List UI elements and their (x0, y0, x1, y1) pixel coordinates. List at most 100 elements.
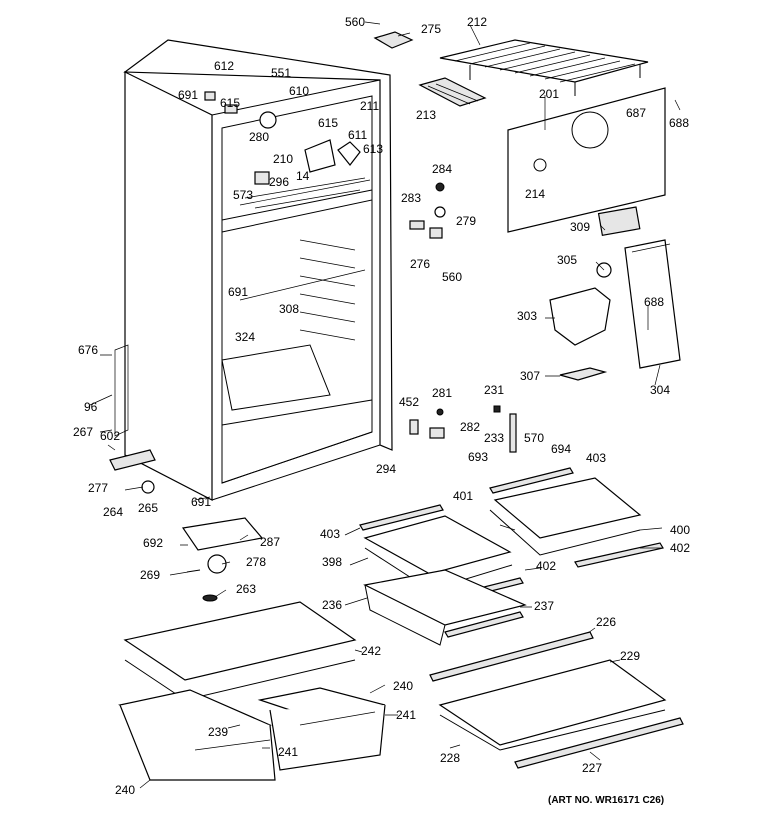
callout: 676 (78, 343, 98, 357)
ice-tray (418, 77, 487, 107)
callout: 277 (88, 481, 108, 495)
callout: 226 (596, 615, 616, 629)
callout: 691 (191, 495, 211, 509)
callout: 287 (260, 535, 280, 549)
damper-bracket (559, 367, 608, 381)
shelf-rail-227 (514, 717, 684, 769)
freezer-back-panel (507, 87, 666, 233)
callout: 282 (460, 420, 480, 434)
callout: 403 (320, 527, 340, 541)
callout: 305 (557, 253, 577, 267)
pan-rail (444, 611, 524, 638)
callout: 229 (620, 649, 640, 663)
callout: 401 (453, 489, 473, 503)
callout: 296 (269, 175, 289, 189)
shelf-glass-right (489, 477, 642, 556)
callout: 265 (138, 501, 158, 515)
callout: 560 (442, 270, 462, 284)
callout: 276 (410, 257, 430, 271)
callout: 278 (246, 555, 266, 569)
callout: 694 (551, 442, 571, 456)
callout: 691 (228, 285, 248, 299)
callout: 573 (233, 188, 253, 202)
callout: 240 (393, 679, 413, 693)
shelf-rail-403-right (489, 467, 574, 494)
callout: 294 (376, 462, 396, 476)
callout: 236 (322, 598, 342, 612)
callout: 96 (84, 400, 98, 414)
hardware-lower (109, 449, 264, 602)
meat-pan (363, 569, 527, 626)
shelf-rail-403-left (359, 504, 444, 531)
hinge-cover (373, 31, 414, 49)
callout: 279 (456, 214, 476, 228)
fan-assembly (204, 91, 361, 185)
control-housing (549, 287, 611, 346)
callout: 570 (524, 431, 544, 445)
callout: 309 (570, 220, 590, 234)
callout: 615 (220, 96, 240, 110)
callout: 615 (318, 116, 338, 130)
shelf-rail-402-right (574, 542, 664, 568)
freezer-wire-shelf (439, 39, 649, 96)
callout: 275 (421, 22, 441, 36)
callout: 14 (296, 169, 310, 183)
callout: 213 (416, 108, 436, 122)
callout: 211 (360, 99, 379, 113)
callout: 263 (236, 582, 256, 596)
callout: 303 (517, 309, 537, 323)
callout: 231 (484, 383, 504, 397)
callout: 281 (432, 386, 452, 400)
crisper-drawer-left (118, 689, 276, 781)
callout: 212 (467, 15, 487, 29)
leader-lines (89, 21, 681, 789)
callout: 551 (271, 66, 291, 80)
callout: 324 (235, 330, 255, 344)
callout: 237 (534, 599, 554, 613)
crisper-drawer-right (257, 687, 386, 771)
callout: 269 (140, 568, 160, 582)
air-duct (624, 239, 681, 369)
callout: 398 (322, 555, 342, 569)
callout: 687 (626, 106, 646, 120)
label-plate (597, 206, 641, 236)
callout: 688 (669, 116, 689, 130)
callout: 233 (484, 431, 504, 445)
callout: 307 (520, 369, 540, 383)
callout: 304 (650, 383, 670, 397)
callout: 239 (208, 725, 228, 739)
callout: 228 (440, 751, 460, 765)
callout: 402 (536, 559, 556, 573)
callout: 602 (100, 429, 120, 443)
callout: 452 (399, 395, 419, 409)
callout: 611 (348, 128, 367, 142)
callout: 242 (361, 644, 381, 658)
callout: 693 (468, 450, 488, 464)
callout: 241 (278, 745, 298, 759)
callout: 284 (432, 162, 452, 176)
callout: 610 (289, 84, 309, 98)
callout: 241 (396, 708, 416, 722)
shelf-glass-229 (438, 659, 667, 746)
callout: 227 (582, 761, 602, 775)
cabinet (114, 39, 393, 501)
callout: 267 (73, 425, 93, 439)
callout: 210 (273, 152, 293, 166)
hardware-middle (409, 182, 517, 453)
callout: 612 (214, 59, 234, 73)
callout: 264 (103, 505, 123, 519)
callout: 691 (178, 88, 198, 102)
callout-labels: 560 275 212 612 551 691 615 610 211 213 … (73, 15, 690, 806)
callout: 613 (363, 142, 383, 156)
callout: 283 (401, 191, 421, 205)
callout: 402 (670, 541, 690, 555)
callout: 403 (586, 451, 606, 465)
callout: 214 (525, 187, 545, 201)
callout: 688 (644, 295, 664, 309)
crisper-cover (123, 601, 357, 681)
callout: 201 (539, 87, 559, 101)
shelf-rail-226 (429, 631, 594, 682)
callout: 280 (249, 130, 269, 144)
art-number: (ART NO. WR16171 C26) (548, 795, 664, 806)
